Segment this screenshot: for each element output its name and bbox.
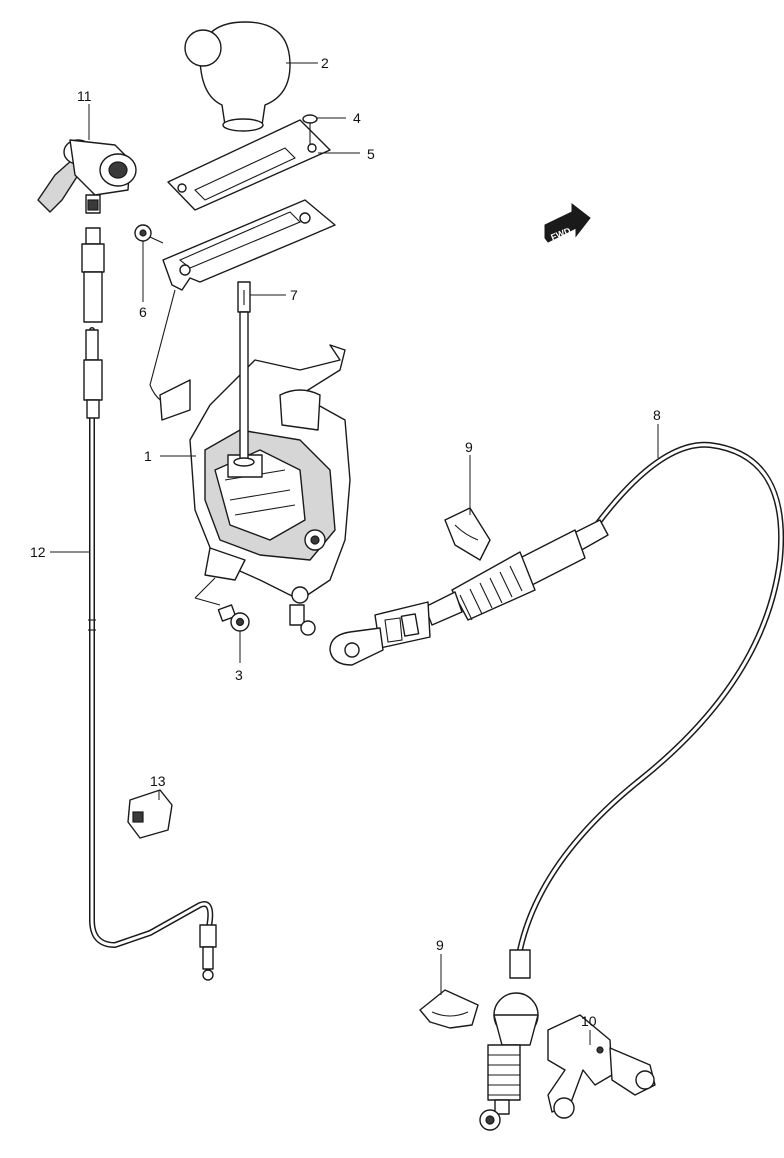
indicator-plate [162,199,336,291]
callout-1: 1 [144,448,152,464]
fwd-arrow-icon: FWD [544,202,591,243]
part-11-connector [37,139,137,214]
part-9-clip-lower [419,989,479,1029]
callout-7: 7 [290,287,298,303]
callout-11: 11 [77,88,92,104]
callout-9-lower: 9 [436,937,444,953]
part-5-plate [167,119,331,211]
part-12-cable [81,227,217,981]
part-6-bolt [134,224,164,244]
part-3-bolt [194,577,250,632]
part-10-bracket [547,1014,656,1119]
callout-5: 5 [367,146,375,162]
part-8-cable [329,441,784,1131]
part-13-clamp [127,789,173,839]
part-9-clip-upper [444,507,491,561]
callout-9-upper: 9 [465,439,473,455]
callout-10: 10 [581,1013,597,1029]
callout-13: 13 [150,773,166,789]
callout-12: 12 [30,544,46,560]
callout-3: 3 [235,667,243,683]
part-2-knob [184,21,291,132]
part-7-rod [233,281,255,467]
callout-4: 4 [353,110,361,126]
callout-2: 2 [321,55,329,71]
part-4-screw [302,114,318,145]
leader-lines [50,62,659,1045]
callout-8: 8 [653,407,661,423]
callout-numbers: 2 4 5 6 7 1 3 8 9 11 12 13 9 10 [30,55,661,1029]
callout-6: 6 [139,304,147,320]
